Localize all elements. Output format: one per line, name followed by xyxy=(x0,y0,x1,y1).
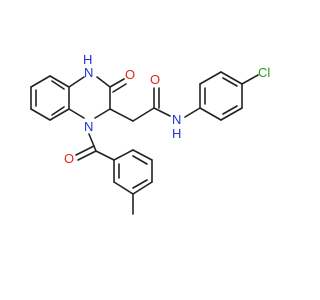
acetamide-chain xyxy=(109,87,171,122)
amide-hydrogen-label: H xyxy=(172,126,181,141)
lactam-oxygen-label: O xyxy=(125,67,135,82)
chlorine-label: Cl xyxy=(258,65,270,80)
amide-nitrogen-label: N xyxy=(172,112,181,127)
pyrazinone-ring xyxy=(68,76,111,119)
structure-canvas: H N O O N N H O Cl xyxy=(30,52,271,215)
nh-hydrogen-label: H xyxy=(83,52,92,67)
molecule-structure: H N O O N N H O Cl xyxy=(30,52,270,215)
benzoyl-group xyxy=(75,133,115,161)
nh-nitrogen-label: N xyxy=(84,65,93,80)
tolyl-ring xyxy=(113,149,153,215)
amide-oxygen-label: O xyxy=(150,72,160,87)
chlorophenyl-ring xyxy=(184,71,259,121)
lactam-carbonyl xyxy=(109,78,127,93)
atom-labels: H N O O N N H O Cl xyxy=(64,52,270,166)
benzo-ring xyxy=(30,75,70,121)
benzoyl-oxygen-label: O xyxy=(64,151,74,166)
ring-nitrogen-label: N xyxy=(84,119,93,134)
